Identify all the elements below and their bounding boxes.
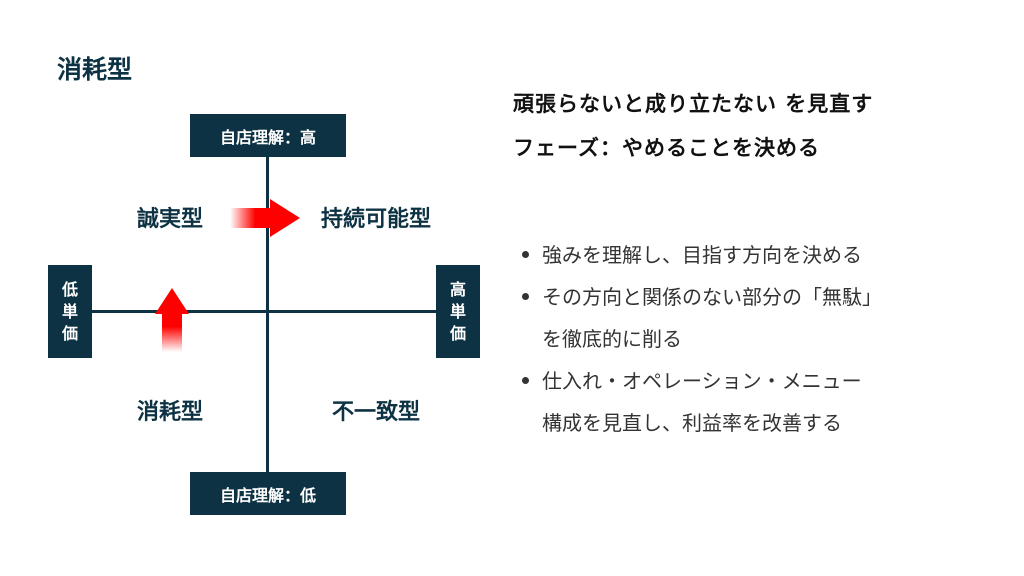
quadrant-bottom-right: 不一致型: [331, 400, 421, 425]
bullet-text: を徹底的に削る: [542, 327, 682, 351]
quadrant-bottom-left: 消耗型: [136, 400, 204, 425]
axis-char: 単: [61, 301, 78, 321]
heading-line-2: フェーズ：やめることを決める: [513, 136, 820, 160]
axis-label-top: 自店理解：高: [190, 114, 346, 157]
bullet-text: その方向と関係のない部分の「無駄」: [542, 285, 882, 309]
axis-char: 高: [449, 279, 466, 299]
axis-label-left: 低単価: [48, 265, 92, 358]
bullet-item: 仕入れ・オペレーション・メニュー構成を見直し、利益率を改善する: [522, 360, 982, 444]
bullet-item: 強みを理解し、目指す方向を決める: [522, 234, 982, 276]
vertical-axis: [266, 157, 269, 473]
quadrant-top-left: 誠実型: [136, 207, 204, 232]
bullet-dot-icon: [522, 377, 529, 384]
bullet-text: 構成を見直し、利益率を改善する: [542, 411, 842, 435]
axis-label-bottom: 自店理解：低: [190, 472, 346, 515]
axis-char: 価: [449, 323, 466, 343]
arrow-right-icon: [230, 199, 300, 237]
bullet-list: 強みを理解し、目指す方向を決める その方向と関係のない部分の「無駄」を徹底的に削…: [522, 234, 982, 444]
bullet-item: その方向と関係のない部分の「無駄」を徹底的に削る: [522, 276, 982, 360]
axis-label-right: 高単価: [436, 265, 480, 358]
bullet-text: 強みを理解し、目指す方向を決める: [542, 243, 862, 267]
bullet-dot-icon: [522, 251, 529, 258]
axis-char: 価: [61, 323, 78, 343]
bullet-text: 仕入れ・オペレーション・メニュー: [542, 369, 862, 393]
arrow-up-icon: [155, 288, 189, 352]
axis-char: 低: [61, 279, 78, 299]
quadrant-top-right: 持続可能型: [320, 207, 432, 232]
slide-title: 消耗型: [57, 55, 133, 84]
axis-char: 単: [449, 301, 466, 321]
horizontal-axis: [92, 310, 436, 313]
bullet-dot-icon: [522, 293, 529, 300]
heading-line-1: 頑張らないと成り立たない を見直す: [513, 92, 874, 116]
